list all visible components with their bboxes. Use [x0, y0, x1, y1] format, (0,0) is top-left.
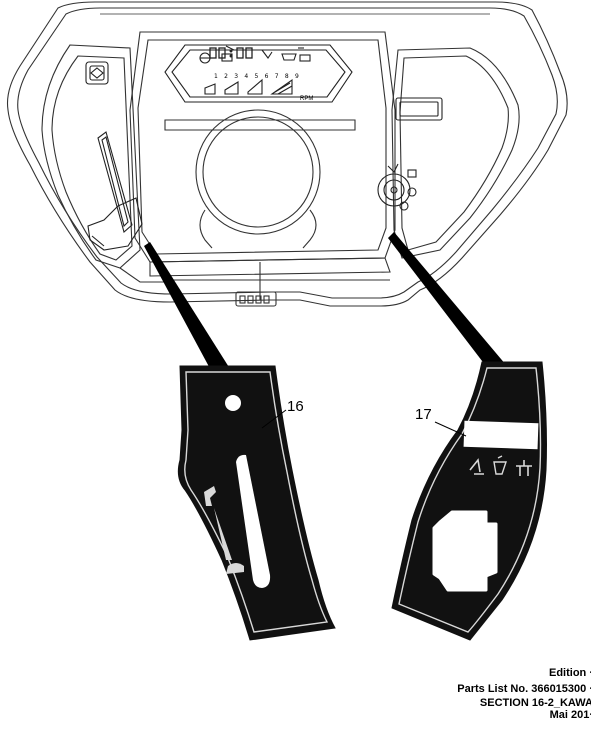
square-button — [85, 61, 109, 85]
fast-rabbit-icon — [204, 486, 216, 506]
left-console — [85, 61, 143, 251]
decal-17 — [391, 361, 547, 641]
pto-fan-icon — [469, 458, 484, 475]
off-icon — [399, 201, 409, 211]
blade-icon — [493, 455, 507, 475]
footer-section: SECTION 16-2_KAWA — [479, 697, 591, 709]
decal-17-window — [463, 420, 539, 450]
light-icon — [299, 54, 311, 62]
seat-icon — [281, 53, 297, 61]
label-16-leader — [261, 409, 287, 429]
fan-icon — [261, 49, 273, 59]
decal-16-slot — [236, 454, 271, 588]
right-console — [377, 97, 443, 211]
throttle-slot — [97, 131, 133, 233]
start-icon — [387, 163, 399, 173]
slow-turtle-icon — [226, 563, 244, 574]
light-indicator-icon — [407, 169, 417, 178]
fuel-icon — [204, 83, 216, 95]
ignition-switch — [377, 173, 411, 207]
rect-switch — [395, 97, 443, 121]
instrument-display — [164, 44, 353, 103]
label-17-leader — [434, 421, 467, 437]
decal-16-hole — [225, 395, 241, 411]
rpm-label: RPM — [300, 96, 313, 102]
speed-wedge-icon — [214, 508, 232, 560]
callout-17: 17 — [415, 406, 432, 423]
digit-scale: 1 2 3 4 5 6 7 8 9 — [214, 73, 301, 80]
decal-16 — [177, 365, 336, 641]
throttle-lever — [87, 197, 143, 251]
leader-16 — [144, 242, 232, 376]
footer-edition: Edition · — [549, 667, 591, 679]
footer-date: Mai 201· — [549, 709, 591, 721]
diamond-icon — [90, 67, 104, 79]
callout-16: 16 — [287, 398, 304, 415]
decal-17-cutout — [432, 510, 498, 592]
leader-17 — [388, 232, 512, 374]
dashboard-panel — [6, 1, 568, 307]
run-icon — [407, 187, 417, 197]
segment-digits — [209, 47, 253, 59]
deck-icon — [516, 460, 532, 476]
footer-parts-list: Parts List No. 366015300 · — [457, 683, 591, 695]
pto-icon — [225, 45, 235, 51]
